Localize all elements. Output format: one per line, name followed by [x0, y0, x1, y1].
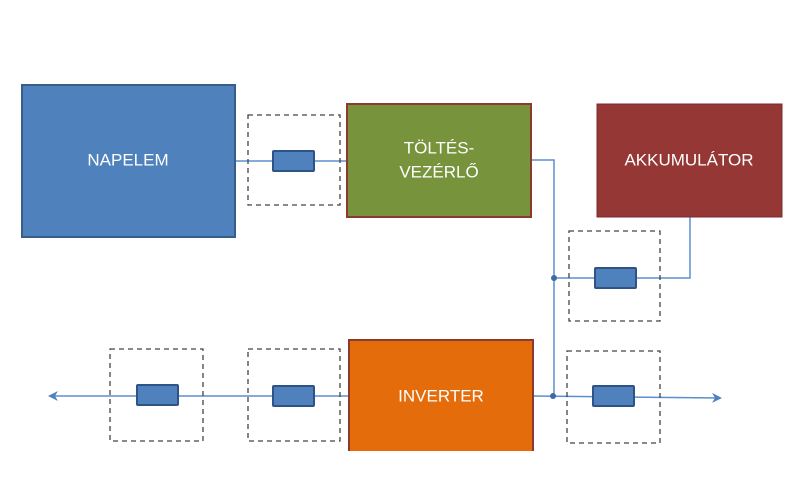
- solar-panel-label: NAPELEM: [87, 150, 168, 169]
- battery-block: AKKUMULÁTOR: [596, 103, 783, 218]
- fuse-component: [594, 267, 637, 289]
- wire-controller-bus: [531, 159, 555, 396]
- solar-panel-block: NAPELEM: [21, 84, 236, 238]
- fuse-component: [136, 384, 179, 406]
- protection-box: [566, 350, 661, 444]
- protection-box: [568, 230, 661, 322]
- charge-controller-label-line2: VEZÉRLŐ: [399, 162, 478, 181]
- junction-dot: [551, 275, 557, 281]
- fuse-component: [272, 150, 315, 172]
- fuse-component: [592, 385, 635, 407]
- protection-box: [247, 348, 341, 442]
- charge-controller-label-line1: TÖLTÉS-: [404, 138, 475, 157]
- inverter-block: INVERTER: [340, 339, 540, 500]
- charge-controller-block: TÖLTÉS- VEZÉRLŐ: [346, 103, 532, 218]
- fuse-component: [272, 385, 315, 407]
- protection-box: [247, 114, 341, 206]
- junction-dot: [550, 393, 556, 399]
- inverter-label: INVERTER: [398, 386, 484, 405]
- protection-box: [109, 348, 204, 442]
- battery-label: AKKUMULÁTOR: [624, 150, 753, 169]
